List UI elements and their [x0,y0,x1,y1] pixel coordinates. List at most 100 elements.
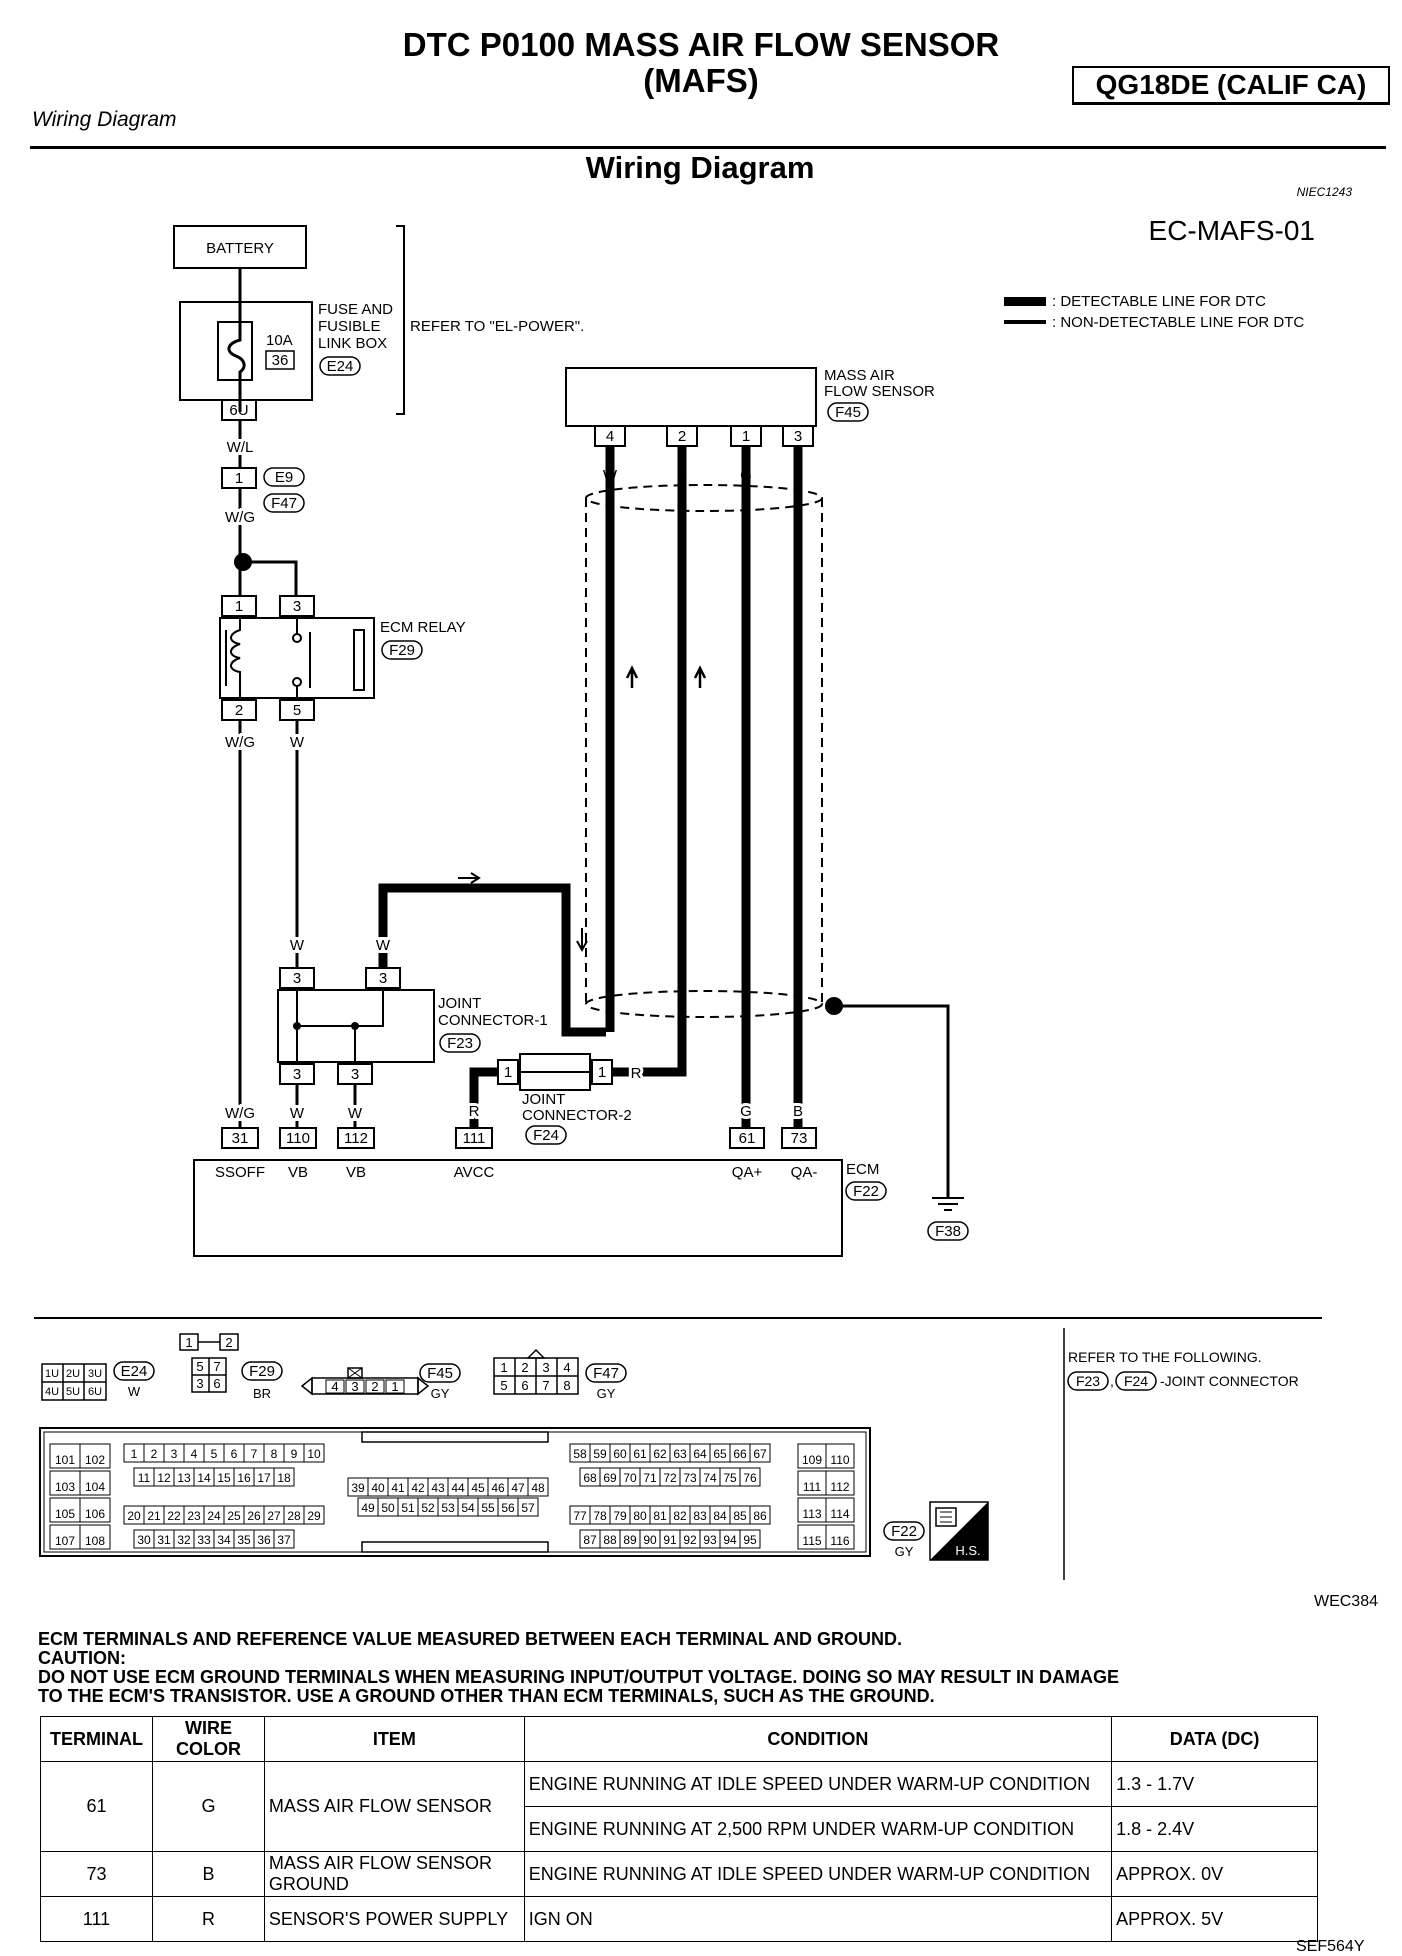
wire-label-w-3: W [290,1105,305,1122]
cell-wire: B [151,1851,265,1897]
ecm-pin-cell [79,1524,111,1550]
page-title-line2: (MAFS) [643,62,759,99]
table-row: 61 G MASS AIR FLOW SENSOR ENGINE RUNNING… [40,1761,1318,1852]
ecm-pin-number: 93 [703,1533,717,1547]
wiring-diagram: Wiring Diagram NIEC1243 EC-MAFS-01 : DET… [34,150,1378,1610]
diagram-id: EC-MAFS-01 [1149,215,1315,246]
ecm-pin-number: 18 [277,1471,291,1485]
ground-conn: F38 [935,1223,961,1240]
ecm-pin-number: 61 [633,1447,647,1461]
ecm-label-qa-plus: QA+ [732,1164,763,1181]
ecm-pin-number: 2 [151,1447,158,1461]
ecm-pin-number: 71 [643,1471,657,1485]
ecm-pin-number: 54 [461,1501,475,1515]
cell-terminal: 61 [40,1761,153,1852]
ecm-pin-number: 26 [247,1509,261,1523]
e24-view-label: E24 [121,1363,148,1380]
svg-text:2: 2 [371,1379,378,1394]
mafs-pin-3: 3 [794,428,802,445]
ecm-pin-number: 32 [177,1533,191,1547]
wire-label-r-2: R [631,1065,642,1082]
ecm-pin-number: 29 [307,1509,321,1523]
svg-text:3: 3 [351,1379,358,1394]
jc2-label-1: JOINT [522,1091,565,1108]
fuse-box-label-2: FUSIBLE [318,318,381,335]
ecm-pin-cell [527,1477,549,1497]
ecm-pin-number: 20 [127,1509,141,1523]
engine-badge: QG18DE (CALIF CA) [1072,66,1390,105]
ecm-relay-conn: F29 [389,642,415,659]
th-item: ITEM [263,1716,525,1762]
ecm-pin-61: 61 [739,1130,756,1147]
f29-view-color: BR [253,1386,271,1401]
f29-view-label: F29 [249,1363,275,1380]
svg-text:7: 7 [213,1359,220,1374]
fuse-pin-6u: 6U [229,402,248,419]
f22-view-color: GY [895,1544,914,1559]
ecm-pin-number: 13 [177,1471,191,1485]
ecm-pin-number: 45 [471,1481,485,1495]
wire-label-wg-2: W/G [225,734,255,751]
figure-id: WEC384 [1314,1593,1378,1610]
jc1-pin-b: 3 [379,970,387,987]
svg-text:8: 8 [563,1378,570,1393]
wire-label-w-5: W [376,937,391,954]
ecm-pin-number: 48 [531,1481,545,1495]
svg-text:4: 4 [331,1379,338,1394]
shield-bottom [585,990,823,1018]
ecm-pin-number: 22 [167,1509,181,1523]
cell-condition: ENGINE RUNNING AT 2,500 RPM UNDER WARM-U… [523,1806,1113,1852]
mafs-box [565,367,817,427]
ecm-pin-number: 103 [55,1480,75,1494]
ecm-pin-number: 43 [431,1481,445,1495]
inline-conn-e9: E9 [275,469,293,486]
refer-f23: F23 [1076,1373,1100,1389]
th-condition: CONDITION [523,1716,1113,1762]
cell-item: MASS AIR FLOW SENSOR GROUND [263,1851,525,1897]
ecm-pin-number: 107 [55,1534,75,1548]
ecm-pin-number: 1 [131,1447,138,1461]
ecm-pin-cell [825,1443,855,1469]
svg-text:3: 3 [542,1360,549,1375]
ecm-pin-number: 85 [733,1509,747,1523]
f47-view-color: GY [597,1386,616,1401]
fuse-box-label-3: LINK BOX [318,335,387,352]
ref-code: NIEC1243 [1297,185,1353,199]
svg-text:2: 2 [521,1360,528,1375]
ecm-conn: F22 [853,1183,879,1200]
ground-icon [932,1197,964,1211]
ecm-pin-number: 72 [663,1471,677,1485]
fuse-conn-e24: E24 [327,358,354,375]
f45-connector-view: 4 3 2 1 [300,1367,430,1396]
diagram-title: Wiring Diagram [586,150,815,185]
inline-conn-f47: F47 [271,495,297,512]
cell-item: MASS AIR FLOW SENSOR [263,1761,525,1852]
svg-text:6: 6 [213,1376,220,1391]
ecm-pin-number: 25 [227,1509,241,1523]
header-rule [30,146,1386,149]
svg-text:5: 5 [500,1378,507,1393]
ecm-label-vb-1: VB [288,1164,308,1181]
cell-wire: G [151,1761,265,1852]
ecm-pin-number: 46 [491,1481,505,1495]
ecm-pin-number: 114 [830,1507,849,1521]
th-data: DATA (DC) [1111,1716,1318,1762]
cell-data: 1.3 - 1.7V [1111,1761,1318,1807]
fuse-box-label-1: FUSE AND [318,301,393,318]
svg-text:1: 1 [391,1379,398,1394]
ecm-pin-number: 82 [673,1509,687,1523]
ecm-pin-cell [739,1529,761,1549]
cell-data: APPROX. 0V [1111,1851,1318,1897]
ecm-pin-number: 79 [613,1509,627,1523]
wire-label-w-4: W [348,1105,363,1122]
inline-pin-1: 1 [235,470,243,487]
fuse-rating: 10A [266,332,293,349]
shield-ground-wire [834,1004,950,1198]
wire-label-wg-3: W/G [225,1105,255,1122]
ecm-pin-number: 66 [733,1447,747,1461]
svg-text:2U: 2U [66,1368,80,1380]
ecm-pin-cell [79,1497,111,1523]
ecm-label-ssoff: SSOFF [215,1164,265,1181]
ecm-pin-cell [79,1470,111,1496]
